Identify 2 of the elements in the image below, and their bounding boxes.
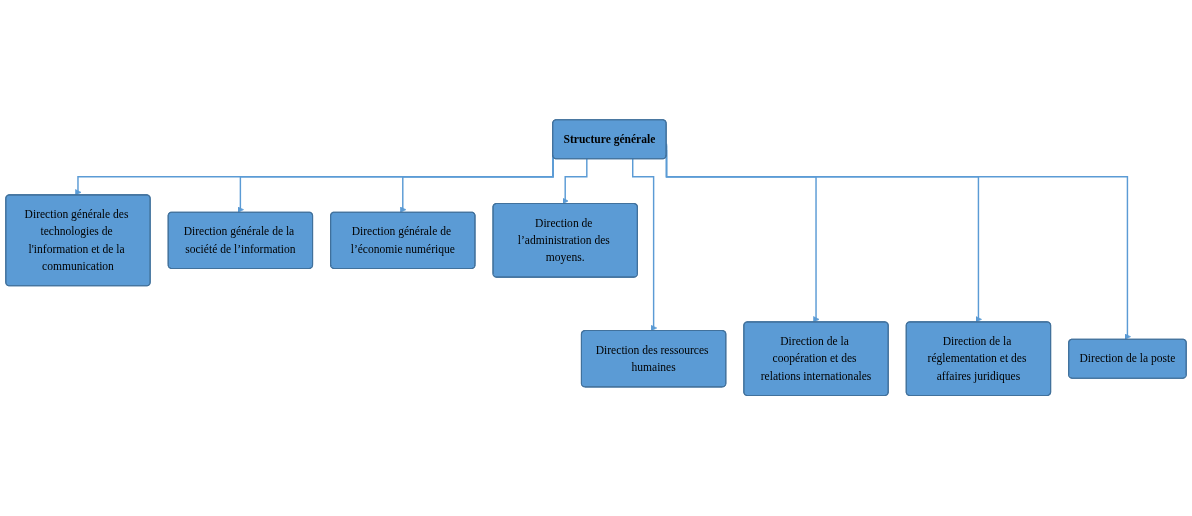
- arrow: [562, 158, 588, 205]
- arrow: [632, 158, 658, 332]
